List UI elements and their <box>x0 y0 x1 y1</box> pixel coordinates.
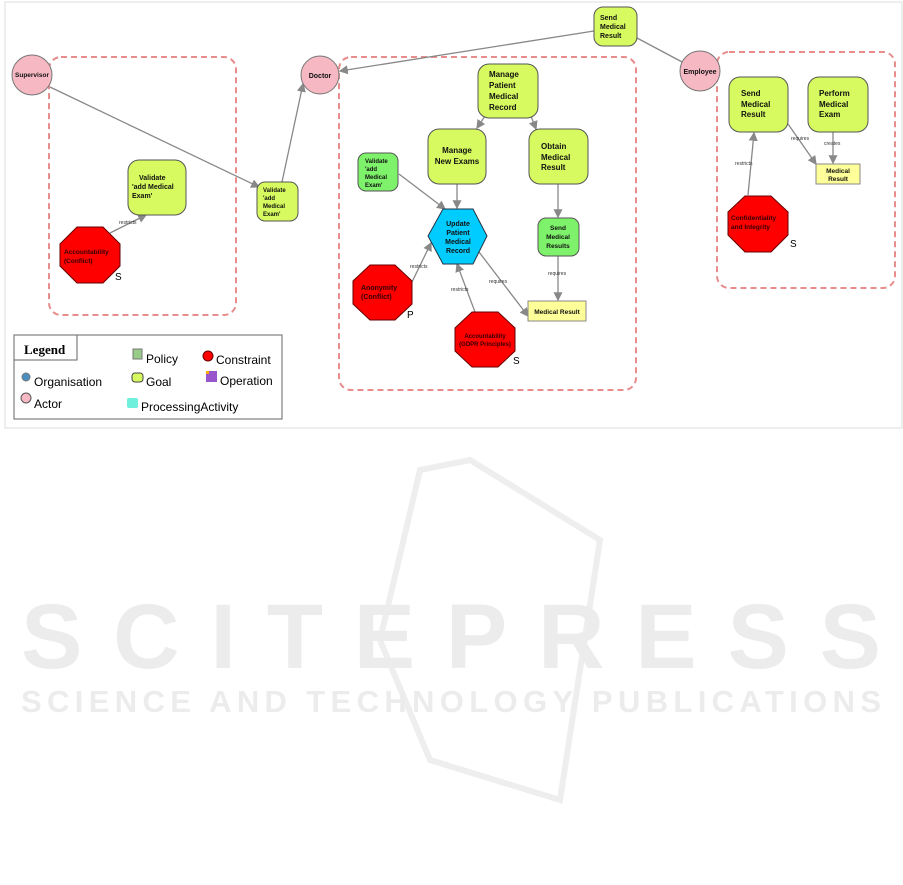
resource-medical-result[interactable]: Medical Result <box>527 300 587 322</box>
svg-text:Accountability(GDPR Principles: Accountability(GDPR Principles) <box>459 334 511 348</box>
legend: Legend Policy Constraint Organisation Go… <box>13 334 283 420</box>
actor-employee[interactable]: Employee <box>679 50 721 92</box>
svg-text:Anonymity(Conflict): Anonymity(Conflict) <box>361 285 397 301</box>
legend-constraint: Constraint <box>216 353 271 367</box>
constraint-tag: P <box>407 310 414 321</box>
edge-label: restricts <box>410 264 428 270</box>
svg-text:Supervisor: Supervisor <box>15 72 49 79</box>
edge-update-result <box>478 251 529 318</box>
legend-operation: Operation <box>220 374 273 388</box>
edge-validate-update <box>398 173 447 210</box>
edge-mpr-obtain <box>528 115 538 131</box>
edge-send-medres <box>787 123 817 166</box>
legend-title: Legend <box>24 342 66 357</box>
actor-doctor[interactable]: Doctor <box>300 55 340 95</box>
doctor-boundary <box>338 56 637 391</box>
watermark-subtitle: SCIENCE AND TECHNOLOGY PUBLICATIONS <box>21 684 881 719</box>
legend-policy: Policy <box>146 352 178 366</box>
edge-validate-doctor <box>281 82 306 183</box>
svg-text:Medical Result: Medical Result <box>534 309 580 316</box>
diagram-frame <box>4 1 903 429</box>
actor-icon <box>20 392 32 404</box>
edge-label: restricts <box>119 220 137 226</box>
constraint-icon <box>202 350 214 362</box>
processing-activity-icon <box>127 398 138 408</box>
employee-boundary <box>716 51 896 289</box>
edge-send-employee <box>636 37 685 64</box>
edge-label: restricts <box>451 287 469 293</box>
legend-actor: Actor <box>34 397 62 411</box>
edge-label: creates <box>824 141 841 147</box>
actor-supervisor[interactable]: Supervisor <box>11 54 53 96</box>
constraint-anonymity-conflict[interactable]: Anonymity(Conflict) P <box>352 264 414 321</box>
legend-organisation: Organisation <box>34 375 102 389</box>
edge-supervisor-validate <box>49 86 261 188</box>
edge-conf-send <box>747 131 758 196</box>
svg-text:Doctor: Doctor <box>309 73 332 80</box>
legend-processing-activity: ProcessingActivity <box>141 400 238 414</box>
constraint-tag: S <box>513 356 520 367</box>
edge-left-restricts <box>109 214 148 234</box>
edge-send-doctor <box>338 30 595 75</box>
supervisor-boundary <box>48 56 237 316</box>
constraint-accountability-gdpr[interactable]: Accountability(GDPR Principles) S <box>454 311 520 368</box>
edge-label: requires <box>791 136 810 142</box>
operation-icon <box>206 371 217 382</box>
legend-goal: Goal <box>146 375 171 389</box>
svg-text:Accountability(Conflict): Accountability(Conflict) <box>64 249 109 265</box>
goal-icon <box>131 372 144 383</box>
edge-accountability-update <box>455 262 476 313</box>
edge-label: restricts <box>735 161 753 167</box>
edge-mpr-mne <box>476 115 486 130</box>
edge-anonymity-update <box>411 241 432 283</box>
organisation-icon <box>21 372 31 382</box>
constraint-tag: S <box>790 239 797 250</box>
edge-label: requires <box>489 279 508 285</box>
svg-text:Employee: Employee <box>683 69 716 76</box>
watermark-title: SCITEPRESS <box>21 586 881 688</box>
policy-icon <box>132 348 143 360</box>
constraint-tag: S <box>115 272 122 283</box>
constraint-accountability-conflict[interactable]: Accountability(Conflict) S <box>59 226 122 284</box>
watermark: SCITEPRESS SCIENCE AND TECHNOLOGY PUBLIC… <box>21 456 881 804</box>
edge-label: requires <box>548 271 567 277</box>
